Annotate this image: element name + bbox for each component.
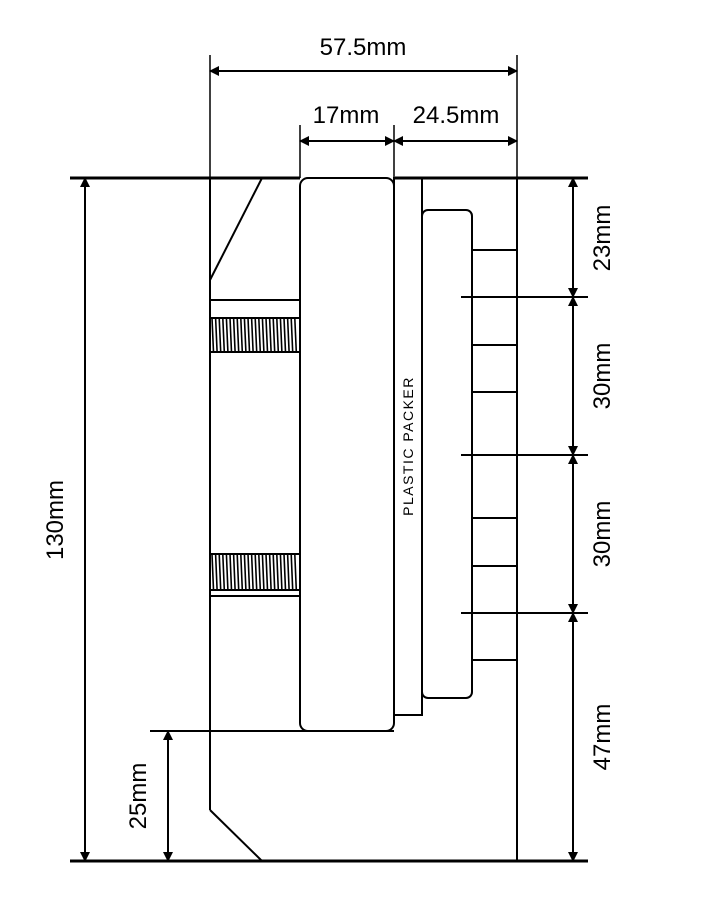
dim-base-height-label: 25mm (125, 763, 152, 830)
dim-overall-width-label: 57.5mm (320, 34, 407, 61)
thread-line (211, 553, 215, 591)
thread-line (290, 317, 294, 353)
thread-line (265, 553, 269, 591)
thread-line (286, 317, 290, 353)
thread-line (261, 553, 265, 591)
thread-line (243, 317, 247, 353)
thread-lower (210, 553, 300, 591)
thread-line (279, 553, 283, 591)
threaded-body (209, 177, 395, 862)
thread-line (250, 553, 254, 591)
thread-line (286, 553, 290, 591)
thread-line (258, 317, 262, 353)
thread-line (232, 317, 236, 353)
thread-line (283, 317, 287, 353)
thread-line (272, 553, 276, 591)
thread-line (276, 553, 280, 591)
thread-line (222, 553, 226, 591)
dim-seg-bottom-label: 47mm (589, 704, 616, 771)
thread-line (240, 553, 244, 591)
thread-line (225, 317, 229, 353)
thread-line (265, 317, 269, 353)
thread-line (279, 317, 283, 353)
thread-line (268, 317, 272, 353)
thread-line (272, 317, 276, 353)
thread-line (290, 553, 294, 591)
thread-line (222, 317, 226, 353)
thread-line (254, 317, 258, 353)
thread-line (229, 553, 233, 591)
dim-overall-height-label: 130mm (42, 480, 69, 560)
thread-line (276, 317, 280, 353)
thread-line (247, 317, 251, 353)
thread-line (236, 317, 240, 353)
dim-seg-mid2-label: 30mm (589, 501, 616, 568)
thread-line (214, 553, 218, 591)
thread-line (211, 317, 215, 353)
thread-line (258, 553, 262, 591)
thread-line (268, 553, 272, 591)
packer-label: PLASTIC PACKER (400, 376, 416, 516)
thread-line (294, 553, 298, 591)
dim-seg-top-label: 23mm (589, 205, 616, 272)
thread-line (283, 553, 287, 591)
thread-line (243, 553, 247, 591)
thread-line (232, 553, 236, 591)
thread-line (236, 553, 240, 591)
thread-line (247, 553, 251, 591)
thread-line (294, 317, 298, 353)
thread-upper (210, 317, 300, 353)
thread-line (225, 553, 229, 591)
thread-line (254, 553, 258, 591)
thread-line (229, 317, 233, 353)
thread-line (218, 553, 222, 591)
thread-line (250, 317, 254, 353)
thread-line (261, 317, 265, 353)
thread-line (240, 317, 244, 353)
dim-seg-mid1-label: 30mm (589, 343, 616, 410)
dim-right-width-label: 24.5mm (413, 102, 500, 129)
thread-line (218, 317, 222, 353)
dim-left-width-label: 17mm (313, 102, 380, 129)
thread-line (214, 317, 218, 353)
